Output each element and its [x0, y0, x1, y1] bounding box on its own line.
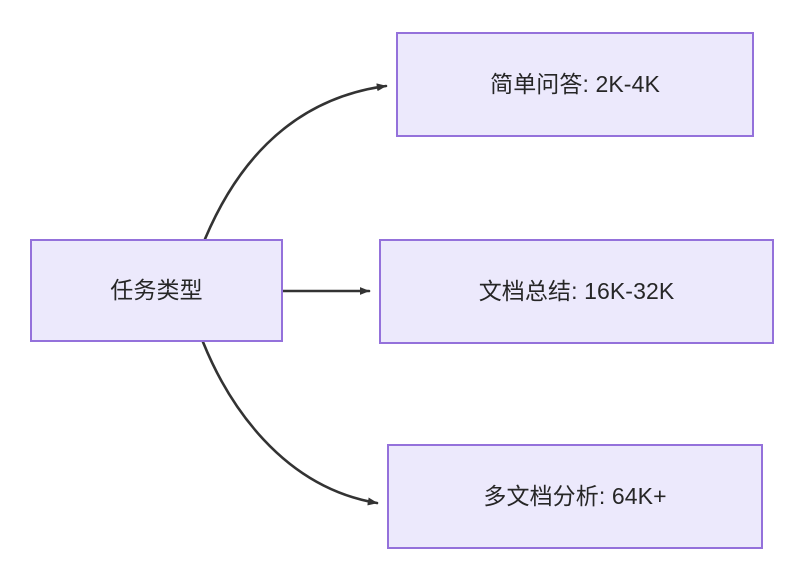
node-multi-doc-label: 多文档分析: 64K+	[483, 483, 667, 510]
edge-to-simple-qa-path	[203, 83, 388, 241]
node-task-type[interactable]: 任务类型	[30, 239, 283, 342]
node-task-type-label: 任务类型	[110, 277, 203, 304]
node-simple-qa-label: 简单问答: 2K-4K	[490, 71, 660, 98]
node-doc-summary-label: 文档总结: 16K-32K	[478, 278, 675, 305]
node-doc-summary[interactable]: 文档总结: 16K-32K	[379, 239, 774, 344]
edge-to-multi-doc-path	[201, 340, 379, 506]
node-multi-doc[interactable]: 多文档分析: 64K+	[387, 444, 763, 549]
node-simple-qa[interactable]: 简单问答: 2K-4K	[396, 32, 754, 137]
